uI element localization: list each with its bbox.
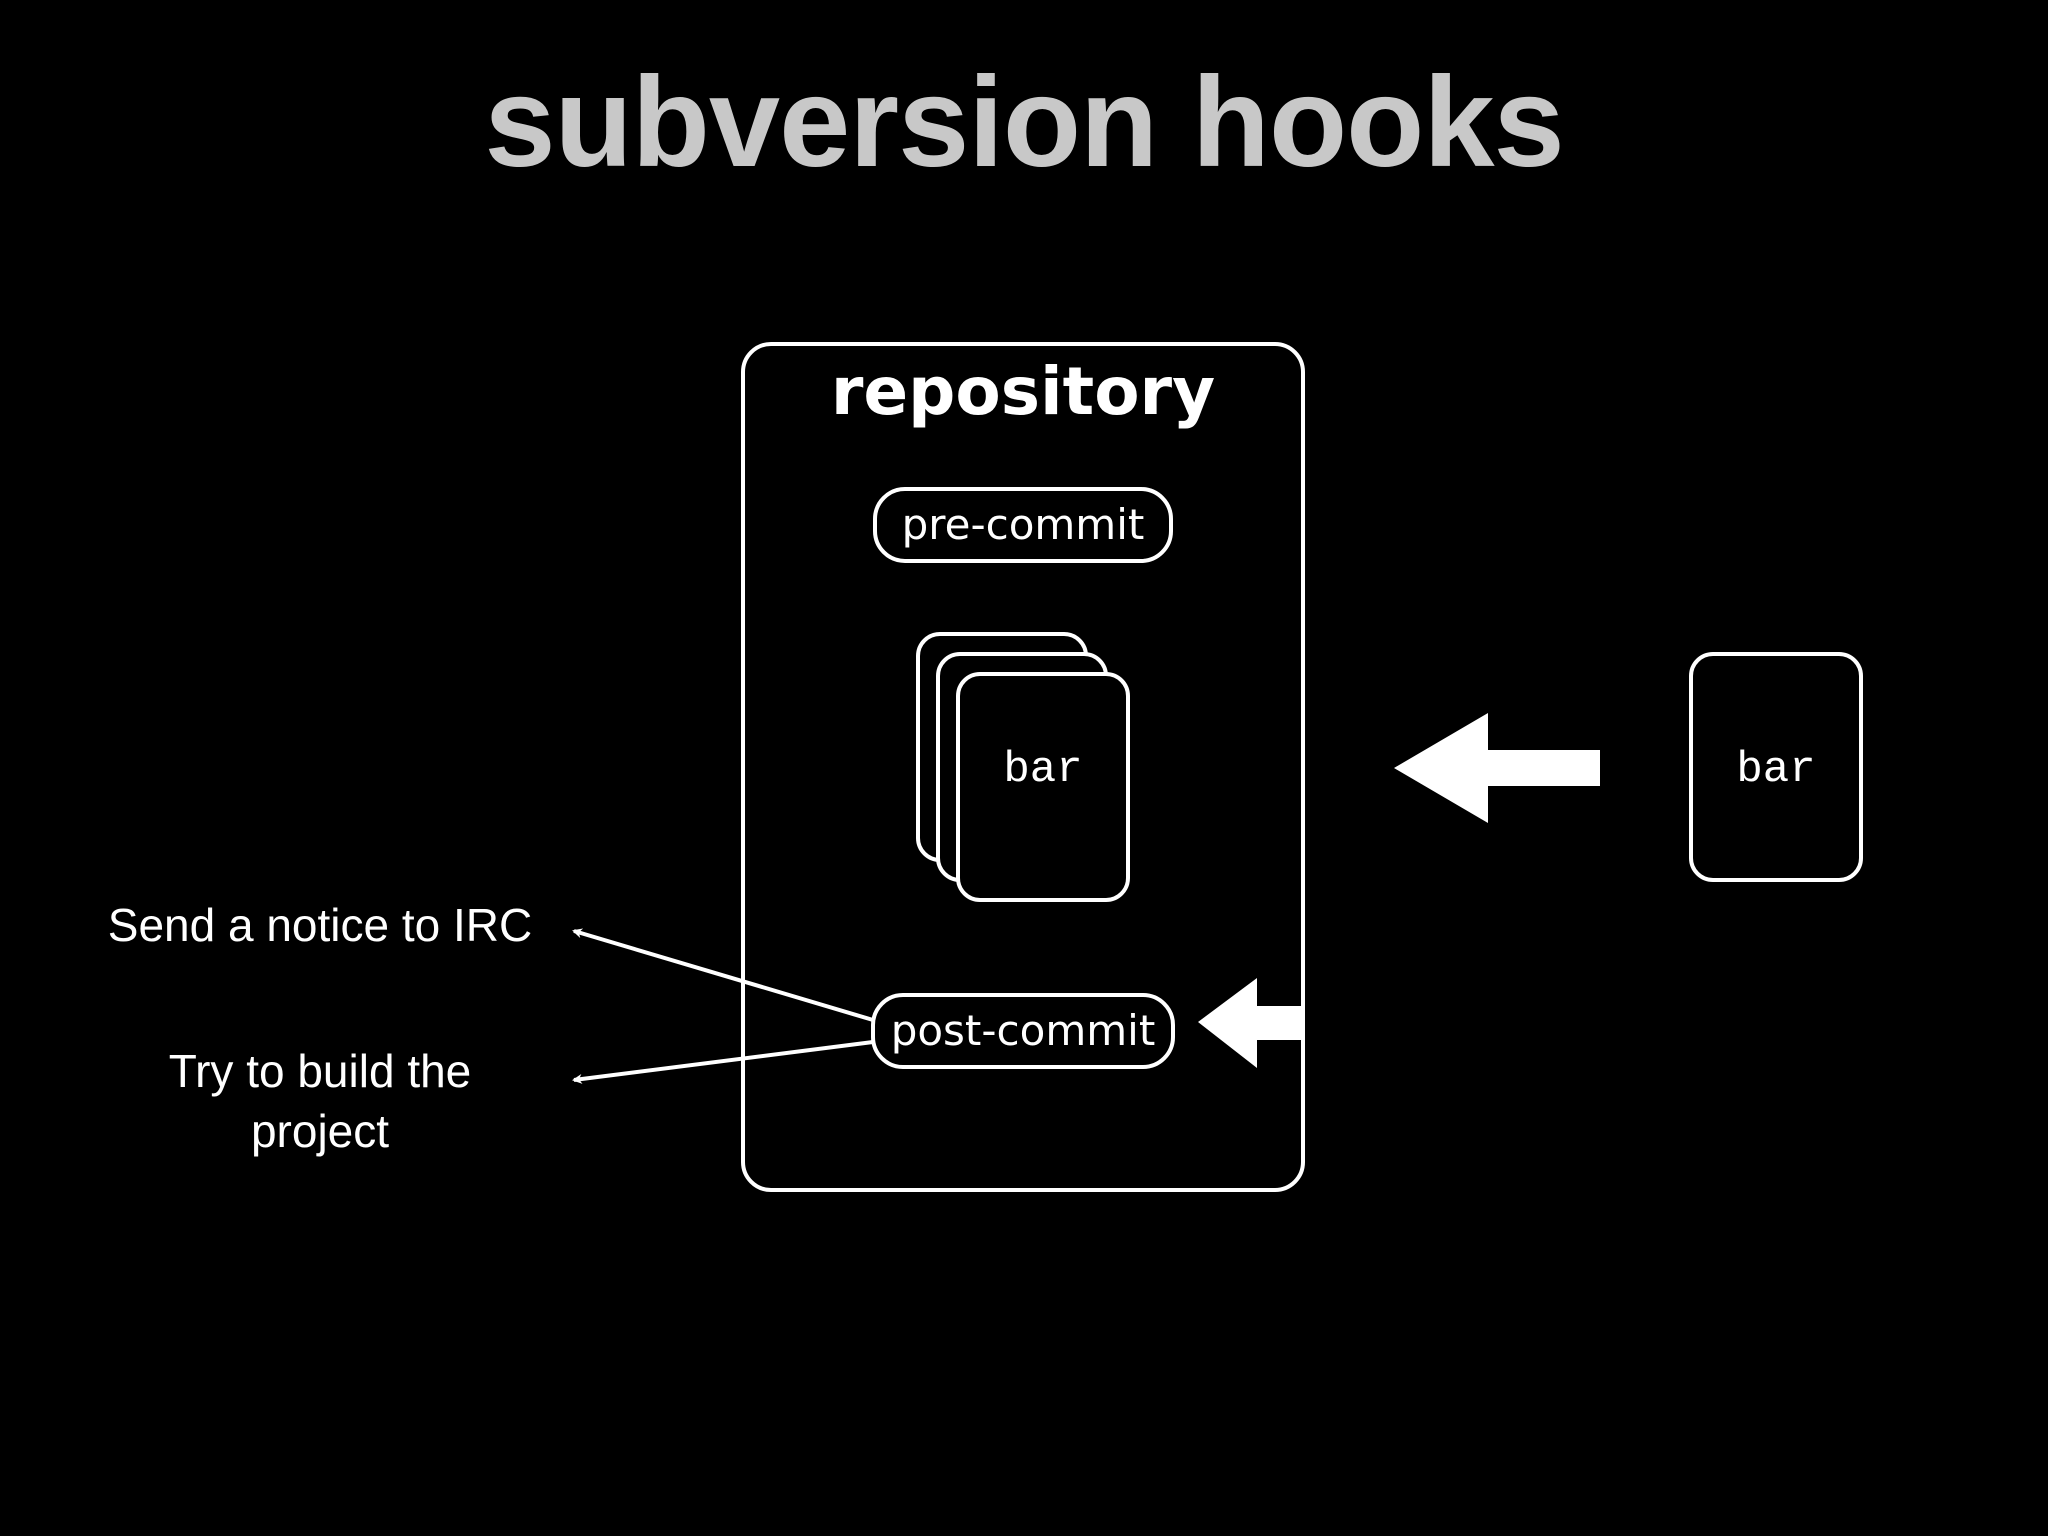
irc-action-arrow — [572, 928, 874, 1022]
repository-file-label: bar — [1003, 745, 1083, 795]
build-project-text: Try to build the project — [168, 1045, 472, 1157]
post-commit-hook-box — [871, 993, 1175, 1069]
working-copy-file-label: bar — [1736, 745, 1816, 795]
working-copy-file — [1689, 652, 1863, 882]
file-revision-front — [956, 672, 1130, 902]
pre-commit-label: pre-commit — [901, 500, 1145, 549]
irc-notice-text: Send a notice to IRC — [107, 899, 533, 951]
build-action-arrow — [572, 1040, 874, 1084]
pre-commit-hook-box — [873, 487, 1173, 563]
post-commit-label: post-commit — [890, 1006, 1156, 1055]
repository-box — [741, 342, 1305, 1192]
commit-arrow-icon — [1394, 713, 1600, 823]
repository-label: repository — [830, 353, 1216, 430]
repository-file-stack — [916, 632, 1130, 902]
trigger-arrow-icon — [1198, 978, 1303, 1068]
slide-title: subversion hooks — [484, 51, 1564, 194]
